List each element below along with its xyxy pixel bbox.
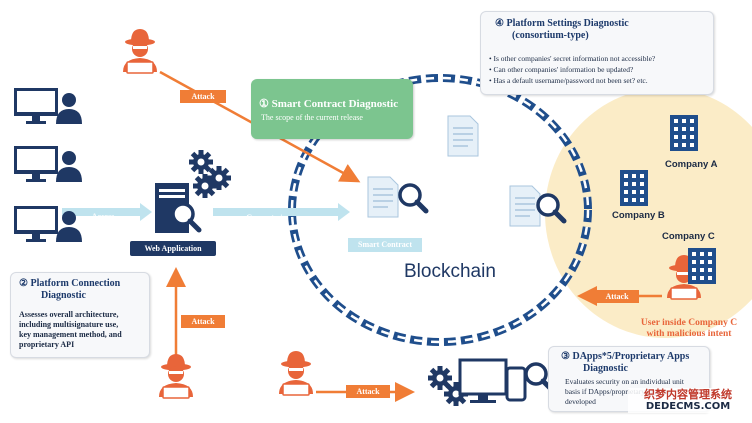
document-icon [447,115,479,157]
dapps-title: ③ DApps*5/Proprietary Apps Diagnostic [561,351,689,375]
company-c-building-icon [688,248,716,284]
attack-label: Attack [346,385,390,398]
watermark-line2: DEDECMS.COM [645,401,731,412]
dapps-devices-icon [428,358,552,406]
bullet-item: • Is other companies' secret information… [489,54,656,63]
company-a-building-icon [670,115,698,151]
smart-contract-diagnostic-body: The scope of the current release [261,113,363,122]
document-icon [509,185,541,227]
platform-settings-title-line1: Platform Settings Diagnostic [506,18,629,29]
company-a-label: Company A [665,159,718,170]
attack-label: Attack [180,90,226,103]
platform-connection-title: ② Platform Connection Diagnostic [19,278,120,302]
hacker-icon [278,350,314,396]
attack-label: Attack [595,290,639,303]
user-computer-icon [14,88,82,124]
malicious-user-caption: User inside Company C with malicious int… [630,318,748,340]
smart-contract-diagnostic-box: ① Smart Contract Diagnostic The scope of… [251,79,413,139]
blockchain-chain-links [290,76,590,344]
malicious-user-line2: with malicious intent [646,329,732,339]
smart-contract-diagnostic-title: ① Smart Contract Diagnostic [259,97,398,110]
dapps-title-line1: DApps*5/Proprietary Apps [572,351,690,362]
malicious-user-line1: User inside Company C [640,318,738,328]
platform-settings-diagnostic-box: ④ Platform Settings Diagnostic (consorti… [480,11,714,95]
platform-settings-title: ④ Platform Settings Diagnostic (consorti… [495,18,629,42]
watermark: 织梦内容管理系统 DEDECMS.COM [628,388,748,413]
watermark-line1: 织梦内容管理系统 [644,388,732,401]
section-title: Smart Contract Diagnostic [271,98,399,110]
platform-connection-body: Assesses overall architecture, including… [19,310,122,349]
access-label: Access [91,212,115,221]
section-number: ② [19,278,28,289]
platform-connection-title-line2: Diagnostic [41,290,86,301]
company-b-building-icon [620,170,648,206]
web-application-server-icon [155,150,231,233]
section-number: ③ [561,351,570,362]
hacker-icon [122,28,158,74]
user-computer-icon [14,146,82,182]
platform-settings-bullets: • Is other companies' secret information… [489,53,655,86]
dapps-title-line2: Diagnostic [583,363,628,374]
platform-connection-title-line1: Platform Connection [30,278,121,289]
section-number: ④ [495,18,504,29]
blockchain-title: Blockchain [404,261,496,282]
generate-label: Generate / Implement/ Reference [244,213,284,240]
platform-settings-title-line2: (consortium-type) [512,30,589,41]
bullet-item: • Has a default username/password not be… [489,76,648,85]
bullet-item: • Can other companies' information be up… [489,65,634,74]
smart-contract-label: Smart Contract [348,238,422,252]
section-number: ① [259,98,269,110]
attack-label: Attack [181,315,225,328]
smart-contract-document-icon [367,176,426,218]
web-application-label: Web Application [130,241,216,256]
company-b-label: Company B [612,210,665,221]
hacker-icon [158,353,194,399]
flow-arrows [62,203,350,221]
platform-connection-diagnostic-box: ② Platform Connection Diagnostic Assesse… [10,272,150,358]
company-c-label: Company C [662,231,715,242]
